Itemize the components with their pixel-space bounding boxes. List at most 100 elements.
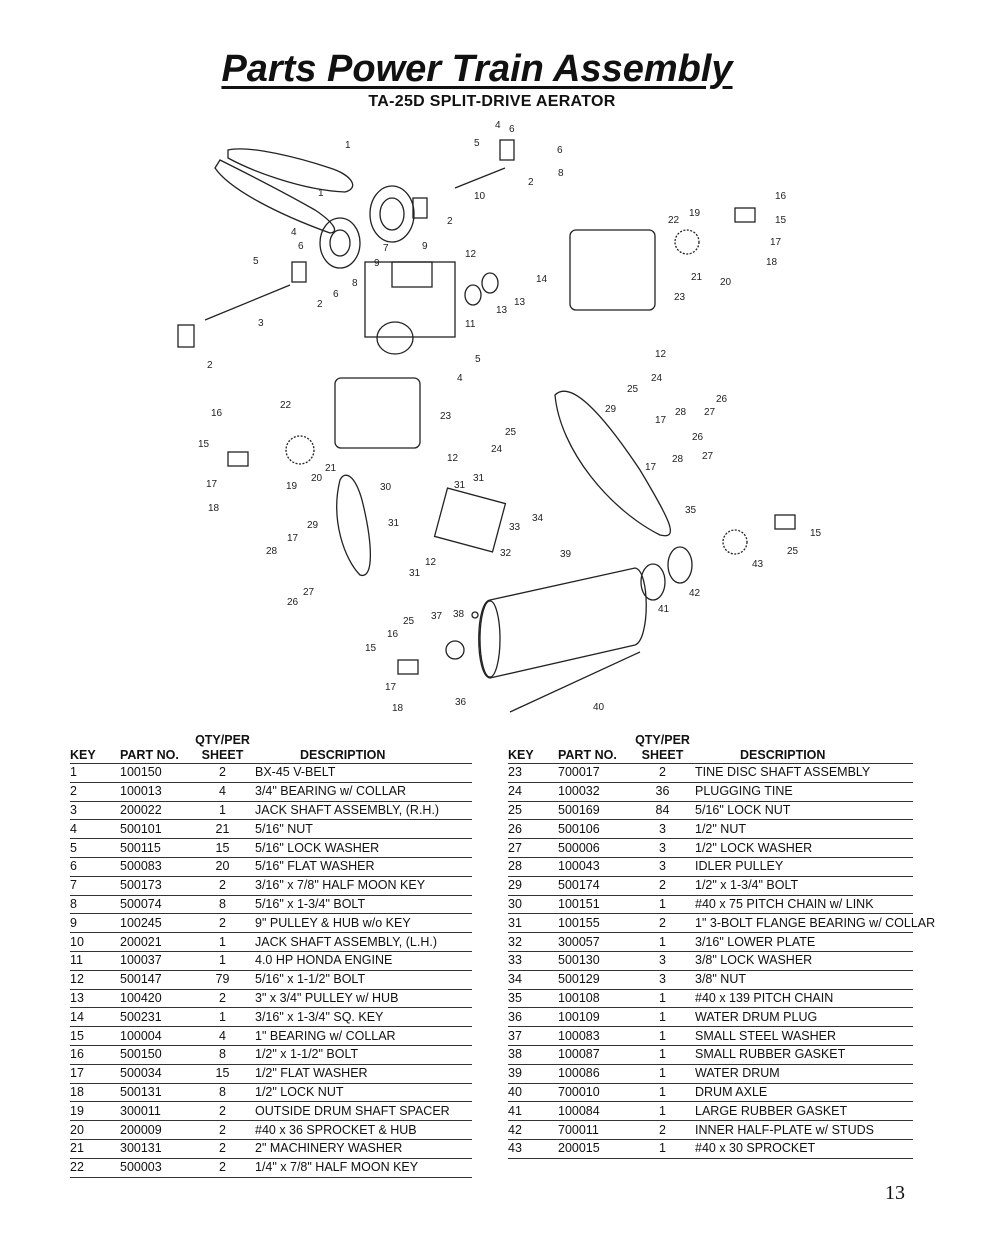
quantity-cell: 79 [190, 970, 255, 990]
part-number-cell: 100032 [558, 782, 630, 802]
description-cell: 3" x 3/4" PULLEY w/ HUB [255, 989, 472, 1009]
tine-disc-assembly-part-23 [334, 377, 421, 449]
part-number-cell: 700017 [558, 763, 630, 783]
sprocket-part-43 [722, 529, 748, 555]
part-number-cell: 300011 [120, 1101, 190, 1122]
quantity-cell: 2 [190, 876, 255, 896]
description-cell: #40 x 36 SPROCKET & HUB [255, 1120, 472, 1140]
quantity-cell: 3 [630, 857, 695, 877]
part-key-cell: 16 [70, 1045, 120, 1065]
svg-text:17: 17 [287, 533, 299, 544]
svg-text:29: 29 [605, 404, 617, 415]
description-cell: BX-45 V-BELT [255, 763, 472, 783]
description-cell: LARGE RUBBER GASKET [695, 1101, 913, 1122]
v-belt-part-1 [227, 148, 354, 193]
part-key-cell: 34 [508, 970, 558, 990]
small-gasket-part-38 [445, 640, 465, 660]
part-number-cell: 100084 [558, 1101, 630, 1122]
qty-header-top: QTY/PER [635, 733, 690, 747]
description-cell: SMALL STEEL WASHER [695, 1026, 913, 1046]
svg-text:14: 14 [536, 274, 548, 285]
part-key-cell: 21 [70, 1139, 120, 1159]
svg-text:34: 34 [532, 513, 544, 524]
jack-shaft-lh-part-10 [454, 167, 506, 189]
bearing-part-15 [397, 659, 419, 675]
part-number-cell: 500106 [558, 819, 630, 840]
svg-text:28: 28 [672, 454, 684, 465]
svg-text:16: 16 [211, 408, 223, 419]
svg-text:27: 27 [303, 587, 315, 598]
part-key-cell: 9 [70, 913, 120, 934]
svg-text:25: 25 [505, 427, 517, 438]
svg-text:4: 4 [457, 373, 463, 384]
parts-table-right: QTY/PER KEY PART NO. SHEET DESCRIPTION 2… [508, 733, 935, 1159]
svg-text:38: 38 [453, 609, 465, 620]
quantity-cell: 2 [630, 913, 695, 934]
svg-text:22: 22 [668, 215, 680, 226]
part-key-cell: 19 [70, 1101, 120, 1122]
bearing-part-15 [227, 451, 249, 467]
part-key-cell: 29 [508, 876, 558, 896]
description-cell: WATER DRUM PLUG [695, 1007, 913, 1028]
quantity-cell: 84 [630, 801, 695, 821]
part-number-cell: 100108 [558, 989, 630, 1009]
description-cell: 2" MACHINERY WASHER [255, 1139, 472, 1159]
description-cell: 5/16" NUT [255, 819, 472, 840]
svg-text:9: 9 [374, 258, 380, 269]
svg-text:6: 6 [333, 289, 339, 300]
svg-text:19: 19 [689, 208, 701, 219]
svg-text:31: 31 [473, 473, 485, 484]
svg-text:32: 32 [500, 548, 512, 559]
description-header: DESCRIPTION [255, 748, 472, 764]
tine-disc-assembly-part-23 [569, 229, 656, 311]
svg-text:12: 12 [465, 249, 477, 260]
sheet-header: SHEET [190, 748, 255, 764]
water-drum-part-39 [478, 567, 647, 679]
small-pulley-part-13 [464, 284, 482, 306]
part-number-cell: 100083 [558, 1026, 630, 1046]
quantity-cell: 8 [190, 1083, 255, 1103]
part-number-cell: 500147 [120, 970, 190, 990]
quantity-cell: 2 [190, 1101, 255, 1122]
description-cell: 5/16" LOCK WASHER [255, 838, 472, 858]
part-key-cell: 1 [70, 763, 120, 783]
svg-text:16: 16 [387, 629, 399, 640]
svg-text:37: 37 [431, 611, 443, 622]
part-key-cell: 42 [508, 1120, 558, 1140]
quantity-cell: 1 [190, 932, 255, 952]
svg-text:12: 12 [425, 557, 437, 568]
svg-text:2: 2 [207, 360, 213, 371]
svg-text:17: 17 [645, 462, 657, 473]
svg-text:40: 40 [593, 702, 605, 713]
part-number-cell: 100043 [558, 857, 630, 877]
svg-text:28: 28 [675, 407, 687, 418]
part-key-cell: 37 [508, 1026, 558, 1046]
description-header: DESCRIPTION [695, 748, 913, 764]
quantity-cell: 21 [190, 819, 255, 840]
quantity-cell: 8 [190, 895, 255, 915]
part-number-cell: 100087 [558, 1045, 630, 1065]
svg-text:25: 25 [787, 546, 799, 557]
description-cell: 1/4" x 7/8" HALF MOON KEY [255, 1158, 472, 1178]
pitch-chain-part-30 [336, 474, 372, 576]
part-no-header: PART NO. [558, 748, 630, 764]
bearing-part-2 [291, 261, 307, 283]
part-key-cell: 28 [508, 857, 558, 877]
quantity-cell: 2 [190, 763, 255, 783]
small-pulley-part-13 [481, 272, 499, 294]
svg-text:2: 2 [528, 177, 534, 188]
part-number-cell: 200009 [120, 1120, 190, 1140]
description-cell: 1/2" NUT [695, 819, 913, 840]
part-number-cell: 500231 [120, 1007, 190, 1028]
svg-text:17: 17 [385, 682, 397, 693]
part-key-cell: 5 [70, 838, 120, 858]
